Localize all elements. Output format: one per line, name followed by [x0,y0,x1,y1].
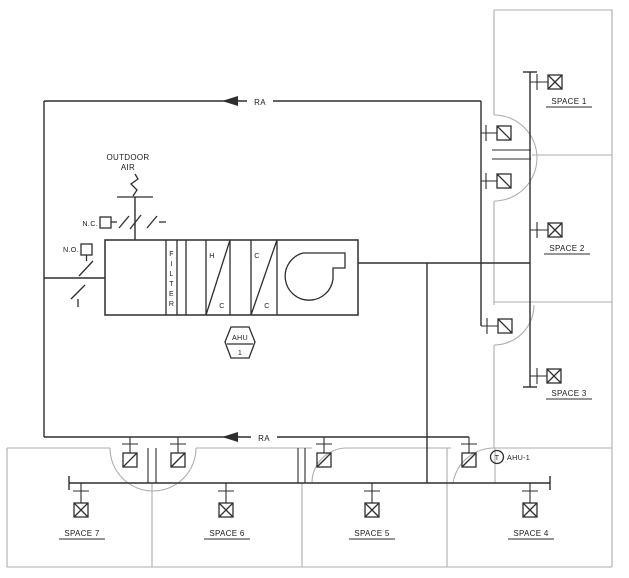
supply-diffuser-icon [218,502,234,518]
nc-actuator-icon [99,216,112,229]
filter-letter: F [169,251,174,258]
return-tap-space6 [170,437,186,468]
space-label-2: SPACE 2 [549,244,585,253]
return-branch-3 [481,318,513,334]
supply-drop-space6 [218,483,234,518]
ra-top-label: RA [254,98,266,107]
space-labels: SPACE 1 SPACE 2 SPACE 3 SPACE 4 SPACE 5 … [59,97,592,540]
supply-diffuser-icon [546,368,562,384]
ahu-tag-line1: AHU [232,333,248,342]
supply-diffuser-icon [547,74,563,90]
ahu-tag-hexagon-icon [224,326,256,359]
return-tap-space7 [122,437,138,468]
room-walls [6,9,613,568]
return-tap-space4 [461,437,477,468]
supply-branch-space2 [530,222,563,238]
return-grille-icon [496,125,512,141]
supply-branch-space1 [530,74,563,90]
no-actuator-icon [80,243,93,256]
heating-coil-top-label: H [209,251,215,260]
return-grille-icon [316,452,332,468]
thermostat-label: AHU-1 [507,453,530,462]
ra-arrow-icon [222,432,238,442]
ahu-tag: AHU 1 [224,326,256,359]
duct-network [43,71,551,490]
return-grille-icon [122,452,138,468]
cooling-coil-top-label: C [254,251,260,260]
no-damper-blades-icon [70,260,94,307]
filter-letter: L [169,271,173,278]
space-label-7: SPACE 7 [64,529,100,538]
duct-break-icon [129,173,139,197]
heating-coil-section: H C [205,239,231,316]
no-damper-label: N.O. [63,245,79,254]
transfer-opening-arcs [109,114,538,492]
outdoor-air-label-line2: AIR [121,163,135,172]
thermostat: T AHU-1 [489,449,530,465]
heating-coil-bottom-label: C [219,301,225,310]
supply-diffuser-icon [73,502,89,518]
filter-section: F I L T E R [165,240,178,315]
return-grille-icon [497,318,513,334]
supply-drop-space7 [73,483,89,518]
ra-bottom-label: RA [258,434,270,443]
cooling-coil-bottom-label: C [264,301,270,310]
filter-letter: T [169,281,174,288]
ra-arrow-icon [222,96,238,106]
return-air-bottom-annotation: RA [222,430,277,443]
thermostat-icon [489,449,505,465]
filter-letter: R [169,301,174,308]
space-label-5: SPACE 5 [354,529,390,538]
return-branch-2 [481,173,512,189]
supply-fan-icon [284,252,346,301]
ahu-unit: F I L T E R H C C C AHU 1 [104,239,359,359]
return-tap-space5 [316,437,332,468]
return-grille-icon [496,173,512,189]
supply-drop-space5 [364,483,380,518]
supply-diffuser-icon [547,222,563,238]
return-grille-icon [170,452,186,468]
supply-branch-space3 [530,368,562,384]
ahu-casing [104,239,359,316]
space-label-3: SPACE 3 [551,389,587,398]
transfer-duct-stubs [147,149,531,483]
nc-damper-label: N.C. [82,219,98,228]
no-damper: N.O. [63,243,94,307]
outdoor-air-intake: OUTDOOR AIR [107,153,153,240]
return-air-top-annotation: RA [222,94,273,107]
supply-diffuser-icon [522,502,538,518]
space-label-4: SPACE 4 [513,529,549,538]
supply-diffuser-icon [364,502,380,518]
ahu-tag-line2: 1 [238,348,242,357]
outdoor-air-label-line1: OUTDOOR [107,153,150,162]
filter-letter: I [170,261,172,268]
cooling-coil-section: C C [250,239,278,316]
nc-damper: N.C. [82,214,166,230]
return-branch-1 [481,125,512,141]
space-label-6: SPACE 6 [209,529,245,538]
nc-damper-blades-icon [118,214,166,230]
thermostat-symbol: T [495,455,500,462]
space-label-1: SPACE 1 [551,97,587,106]
filter-letter: E [169,291,174,298]
supply-drop-space4 [522,483,538,518]
return-grille-icon [461,452,477,468]
